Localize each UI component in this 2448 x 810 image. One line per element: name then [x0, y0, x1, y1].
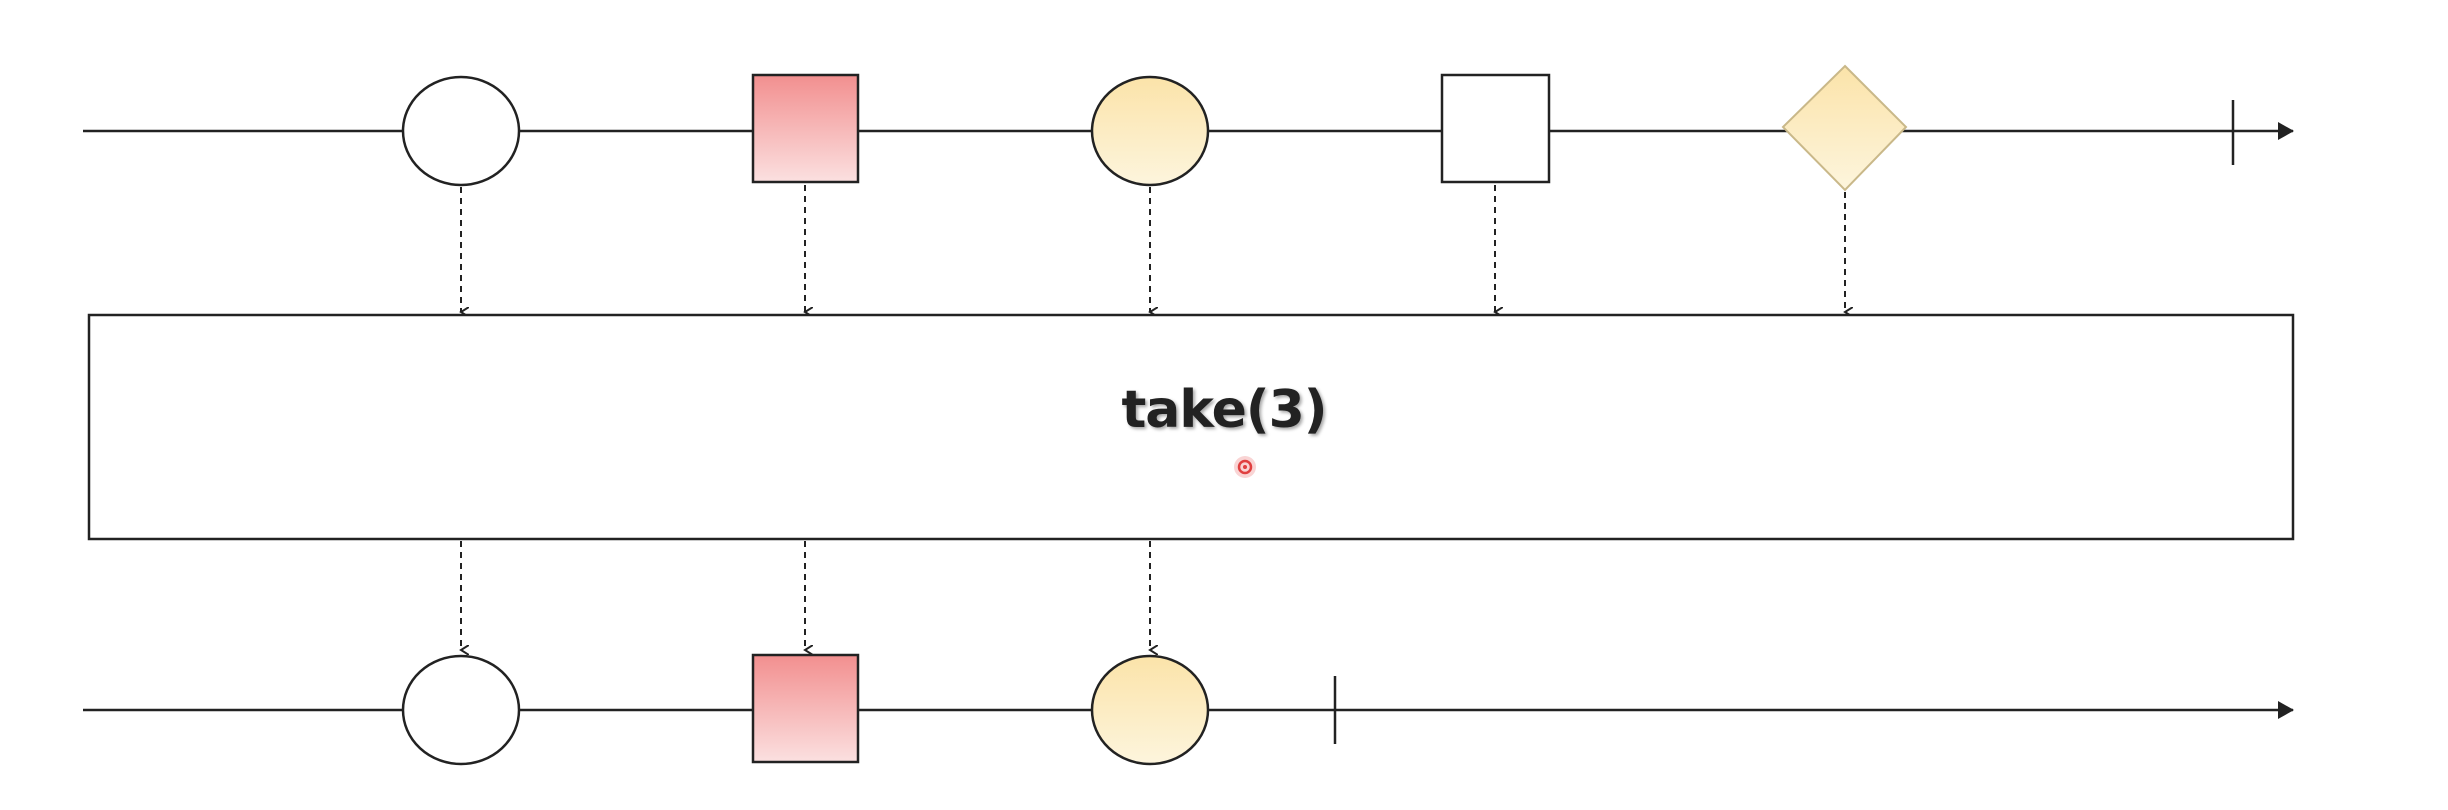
source-marble-white-circle [401, 75, 521, 187]
source-timeline [83, 64, 2294, 192]
result-marble-white-circle [401, 654, 521, 766]
source-to-operator-connectors [461, 185, 1845, 312]
source-marble-white-square [1440, 73, 1551, 184]
operator-to-result-connectors [461, 541, 1150, 650]
cursor-indicator [1234, 456, 1256, 478]
source-timeline-arrowhead [2278, 122, 2294, 140]
source-marble-yellow-diamond [1781, 64, 1908, 192]
result-timeline [83, 653, 2294, 766]
result-marble-pink-square [751, 653, 860, 764]
source-marble-yellow-circle [1090, 75, 1210, 187]
source-marble-pink-square [751, 73, 860, 184]
result-marble-yellow-circle [1090, 654, 1210, 766]
result-timeline-arrowhead [2278, 701, 2294, 719]
operator-box [87, 313, 2295, 541]
